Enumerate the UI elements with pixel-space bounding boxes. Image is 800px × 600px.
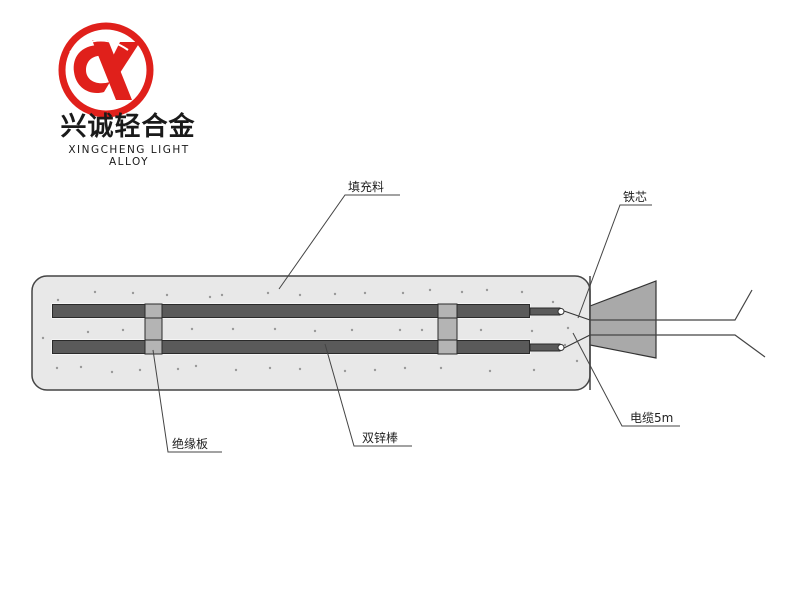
- leader-insulation: [152, 349, 222, 453]
- label-iron-core: 铁芯: [623, 190, 648, 204]
- leader-cable: [572, 332, 680, 427]
- brand-logo: 兴诚轻合金 XINGCHENG LIGHT ALLOY: [0, 0, 800, 170]
- label-insulation-plate: 绝缘板: [172, 437, 209, 451]
- brand-name-cn: 兴诚轻合金: [60, 112, 196, 142]
- insulation-plate: [144, 303, 458, 355]
- leader-iron-core: [577, 204, 652, 319]
- cx-logo-icon: [58, 22, 154, 118]
- label-filler: 填充料: [348, 180, 385, 194]
- leader-zinc-rod: [324, 343, 412, 447]
- label-double-zinc-rod: 双锌棒: [362, 431, 399, 445]
- double-zinc-rod: [51, 303, 565, 355]
- brand-name-en: XINGCHENG LIGHT ALLOY: [68, 144, 190, 168]
- label-cable: 电缆5m: [630, 411, 674, 425]
- cable: [590, 289, 766, 358]
- filler-body: [31, 275, 591, 391]
- leader-filler: [278, 194, 400, 290]
